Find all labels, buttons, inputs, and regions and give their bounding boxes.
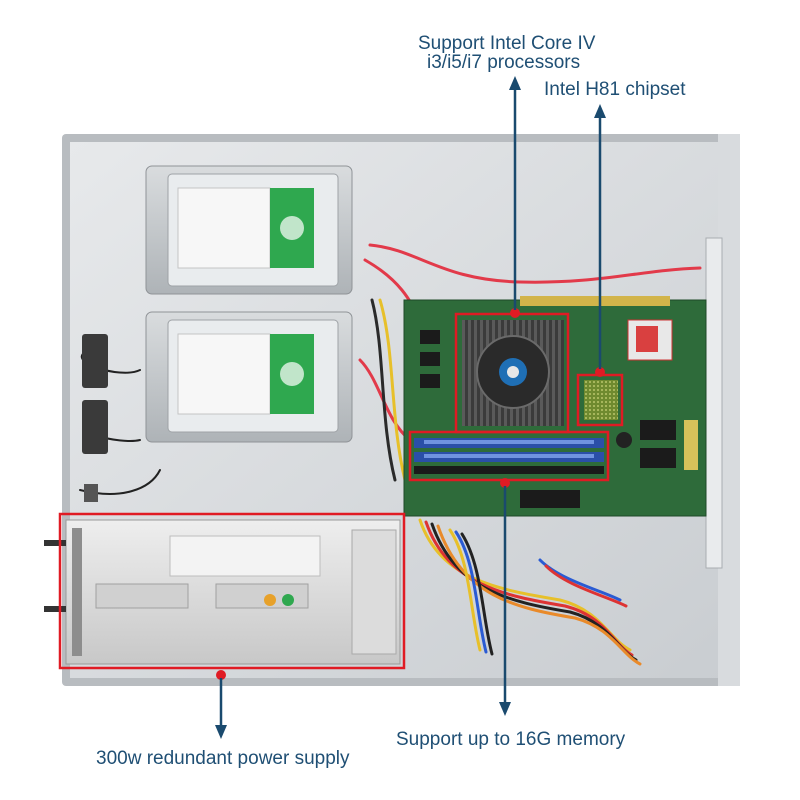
memory-label: Support up to 16G memory	[396, 729, 626, 750]
chassis-fans	[82, 334, 108, 502]
cpu-support-label: Support Intel Core IV	[418, 33, 596, 54]
cpu-processors-label: i3/i5/i7 processors	[427, 52, 581, 73]
h81-chipset	[584, 380, 618, 420]
redundant-power-supply	[44, 519, 401, 665]
memory-slots	[414, 438, 604, 474]
power-supply-label: 300w redundant power supply	[96, 748, 350, 769]
hard-drive-bottom	[145, 311, 353, 443]
callout-arrows	[215, 76, 606, 739]
chipset-label: Intel H81 chipset	[544, 79, 686, 100]
cpu-cooler	[462, 320, 564, 426]
power-cable-bundle	[418, 518, 642, 666]
hard-drive-top	[145, 165, 353, 295]
power-supply-highlight-box	[58, 512, 406, 670]
callout-dots	[216, 308, 605, 680]
